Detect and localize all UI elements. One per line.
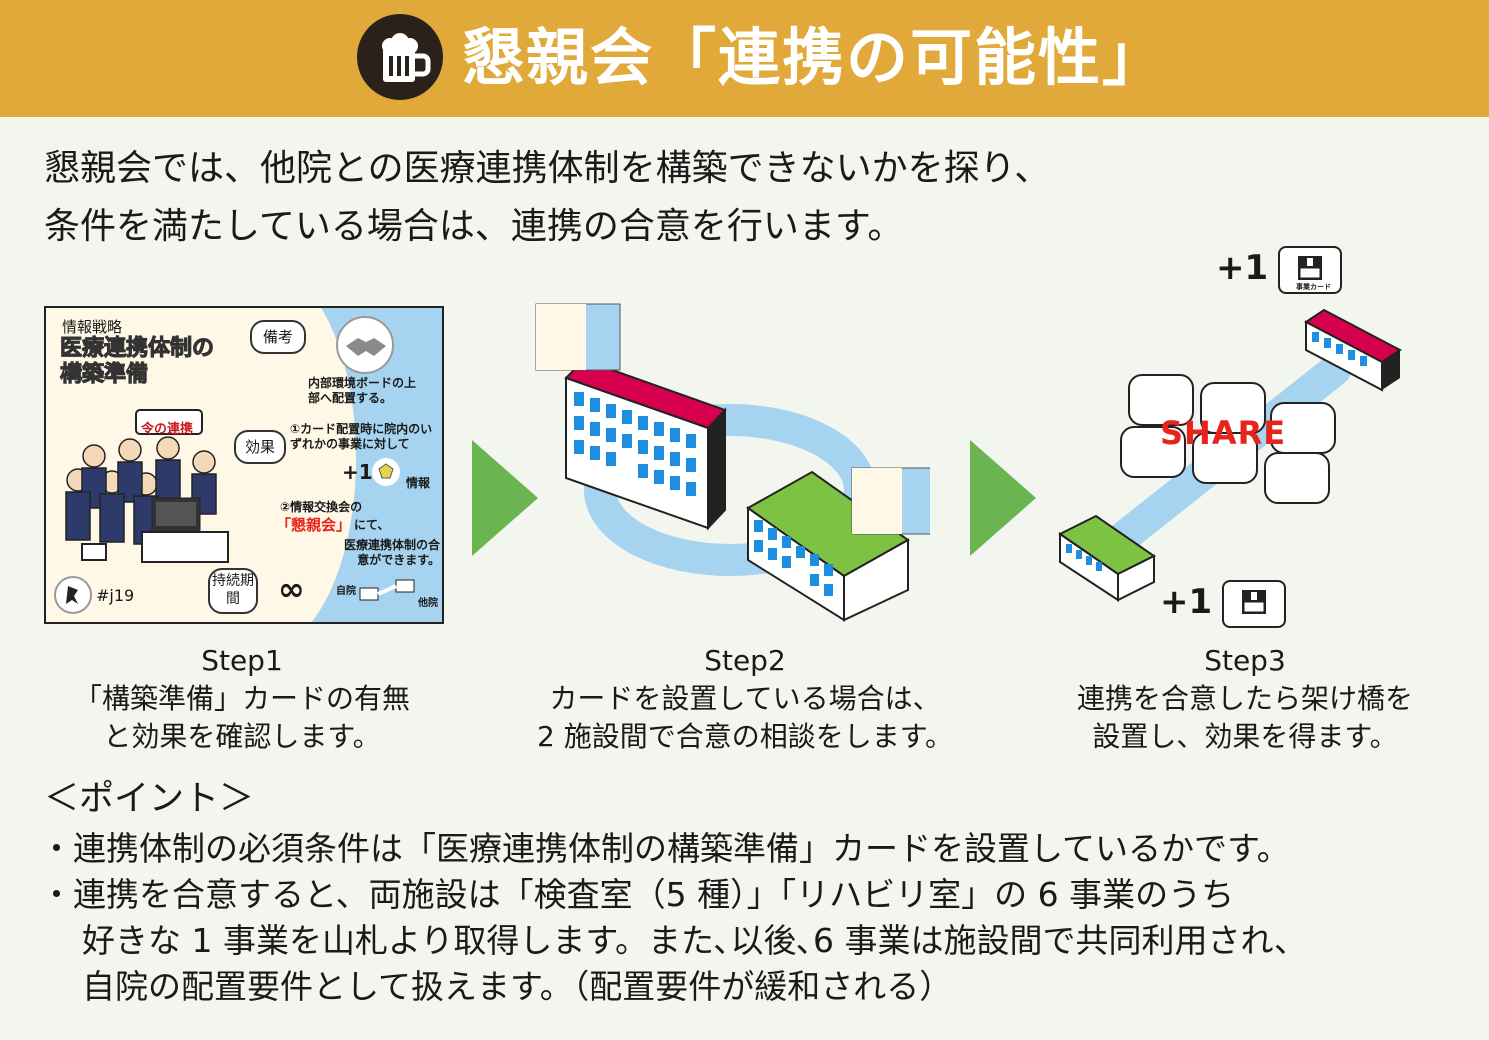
strategy-card: 情報戦略 医療連携体制の 構築準備 備考 内部環境ボードの上部へ配置する。 効果… (44, 306, 444, 624)
plus-one-top: +1 (1216, 248, 1269, 288)
facility-card-icon (1192, 432, 1258, 484)
share-label: SHARE (1160, 414, 1287, 452)
step3-name: Step3 (1204, 644, 1286, 677)
card-effect-3: 医療連携体制の合意ができます。 (343, 538, 440, 567)
card-effect-2-suffix: にて、 (354, 518, 390, 532)
mini-card-icon (535, 303, 930, 535)
bikou-badge: 備考 (250, 320, 306, 354)
step2-name: Step2 (704, 644, 786, 677)
people-illustration-icon (65, 409, 229, 563)
handshake-icon (336, 316, 394, 374)
red-hospital-small-icon (1304, 308, 1402, 392)
green-hospital-small-icon (1058, 514, 1156, 602)
card-effect-2-prefix: ②情報交換会の (280, 500, 363, 514)
page-title: 懇親会「連携の可能性」 (462, 21, 1167, 94)
header-banner: 懇親会「連携の可能性」 (0, 0, 1489, 117)
card-title-line-2: 構築準備 (59, 362, 149, 388)
self-hospital-label: 自院 (336, 586, 356, 597)
green-hospital-icon (746, 470, 910, 622)
step2-line-2: 2 施設間で合意の相談をします。 (537, 720, 953, 753)
step2-illustration (535, 303, 930, 622)
point-bullet-2-cont-1: 好きな 1 事業を山札より取得します。また､以後､6 事業は施設間で共同利用され… (82, 921, 1307, 960)
point-bullet-2-cont-2: 自院の配置要件として扱えます。（配置要件が緩和される） (82, 967, 953, 1006)
point-bullet-1: ・連携体制の必須条件は「医療連携体制の構築準備」カードを設置しているかです。 (40, 829, 1290, 868)
step2-caption: Step2 カードを設置している場合は、 2 施設間で合意の相談をします。 (530, 642, 960, 756)
facility-card-icon (1120, 426, 1186, 478)
intro-text: 懇親会では、他院との医療連携体制を構築できないかを探り、 条件を満たしている場合… (44, 140, 1050, 256)
card-placement: 内部環境ボードの上部へ配置する。 (308, 376, 417, 405)
arrow-right-icon (472, 440, 538, 556)
info-pentagon-icon (372, 458, 400, 486)
other-hospital-label: 他院 (418, 598, 438, 609)
step3-caption: Step3 連携を合意したら架け橋を 設置し、効果を得ます。 (1060, 642, 1430, 756)
card-sign-text: 令の連携 (141, 422, 194, 437)
card-plus-one: +1 (342, 460, 373, 484)
arrow-right-icon (970, 440, 1036, 556)
duration-value: ∞ (278, 570, 305, 608)
facility-card-icon (1264, 452, 1330, 504)
red-hospital-icon (564, 358, 727, 531)
step1-name: Step1 (201, 644, 283, 677)
plus-one-bottom: +1 (1160, 582, 1213, 622)
step3-line-1: 連携を合意したら架け橋を (1076, 682, 1413, 715)
intro-line-2: 条件を満たしている場合は、連携の合意を行います。 (44, 206, 904, 247)
point-bullet-2: ・連携を合意すると、両施設は「検査室（5 種）」「リハビリ室」の 6 事業のうち (40, 875, 1235, 914)
facility-card-icon (1222, 580, 1286, 628)
step1-line-2: と効果を確認します。 (103, 720, 381, 753)
step3-line-2: 設置し、効果を得ます。 (1092, 720, 1398, 753)
step1-line-1: 「構築準備」カードの有無 (73, 682, 410, 715)
intro-line-1: 懇親会では、他院との医療連携体制を構築できないかを探り、 (44, 148, 1051, 189)
card-effect-2-highlight: 「懇親会」 (276, 516, 352, 534)
card-logo-icon (54, 576, 92, 614)
card-category: 情報戦略 (62, 318, 123, 336)
card-id: #j19 (96, 586, 135, 605)
step2-line-1: カードを設置している場合は、 (549, 682, 941, 715)
step1-caption: Step1 「構築準備」カードの有無 と効果を確認します。 (44, 642, 440, 756)
facility-card-icon (1278, 246, 1342, 294)
card-title: 医療連携体制の 構築準備 (59, 336, 215, 388)
card-info: 情報 (406, 476, 431, 490)
facility-card-icon (1128, 374, 1194, 426)
points-title: ＜ポイント＞ (44, 779, 255, 819)
effect-badge: 効果 (234, 430, 286, 464)
duration-badge: 持続期間 (208, 568, 258, 614)
card-title-line-1: 医療連携体制の (59, 336, 215, 362)
facility-card-icon (1200, 382, 1266, 434)
beer-mug-icon (357, 14, 443, 100)
mini-hospitals-icon (359, 579, 415, 601)
card-effect-1: ①カード配置時に院内のいずれかの事業に対して (290, 422, 433, 451)
facility-card-caption: 事業カード (1296, 283, 1331, 291)
